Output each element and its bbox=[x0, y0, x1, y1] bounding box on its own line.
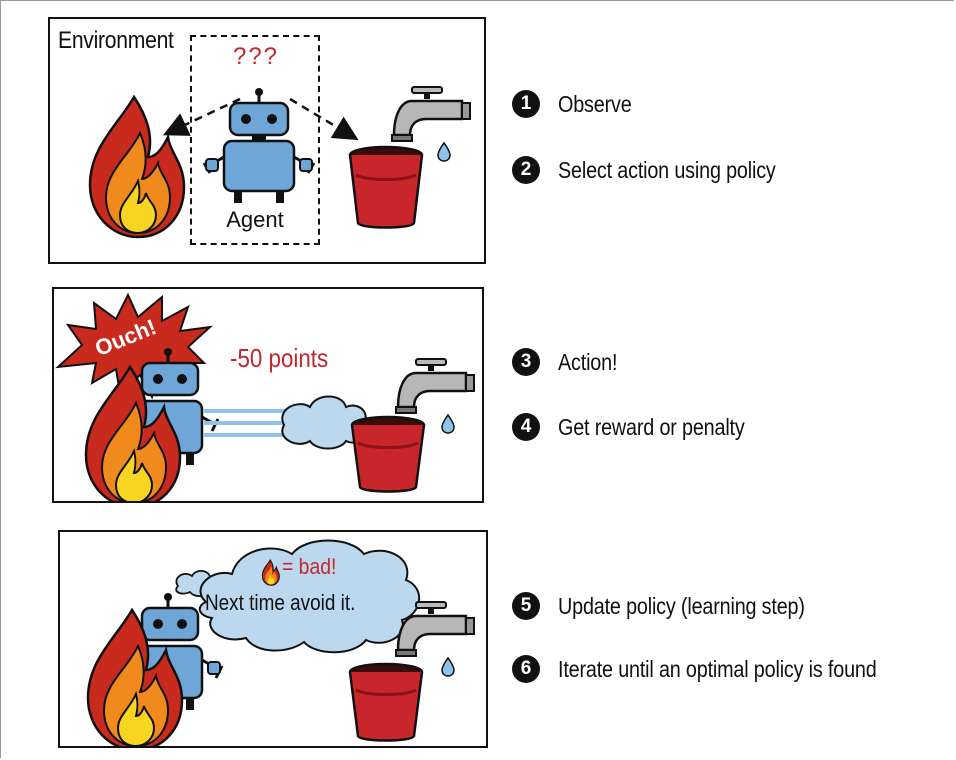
panel-learn-art bbox=[86, 539, 475, 746]
panel-action-art bbox=[55, 292, 475, 501]
step-5: 5 Update policy (learning step) bbox=[512, 591, 845, 621]
step-4: 4 Get reward or penalty bbox=[512, 412, 775, 442]
panel-observe-art bbox=[88, 86, 471, 239]
bubble-text: Next time avoid it. bbox=[205, 590, 356, 615]
environment-label: Environment bbox=[58, 27, 178, 55]
step-2: 2 Select action using policy bbox=[512, 155, 811, 185]
step-number-badge: 4 bbox=[512, 413, 540, 441]
faucet-icon bbox=[395, 358, 475, 434]
step-text: Update policy (learning step) bbox=[558, 592, 805, 619]
faucet-icon bbox=[395, 601, 475, 677]
agent-boundary bbox=[190, 35, 320, 245]
fire-icon bbox=[88, 94, 186, 239]
faucet-icon bbox=[391, 86, 471, 162]
mini-fire-icon bbox=[261, 558, 280, 586]
step-number-badge: 1 bbox=[512, 90, 540, 118]
question-marks: ??? bbox=[232, 43, 280, 70]
step-text: Observe bbox=[558, 90, 632, 117]
points-label: -50 points bbox=[230, 343, 329, 373]
agent-label: Agent bbox=[226, 207, 284, 232]
bucket-icon bbox=[348, 145, 424, 229]
bucket-icon bbox=[348, 662, 424, 742]
bucket-icon bbox=[350, 415, 426, 493]
panel-learn: = bad! Next time avoid it. bbox=[58, 530, 488, 748]
step-text: Select action using policy bbox=[558, 156, 776, 183]
arrow-to-bucket bbox=[289, 97, 359, 141]
fire-icon bbox=[86, 607, 184, 746]
panel-observe: Environment ??? Agent bbox=[48, 17, 486, 264]
step-number-badge: 6 bbox=[512, 655, 540, 683]
step-number-badge: 3 bbox=[512, 348, 540, 376]
robot-agent-icon bbox=[202, 88, 316, 203]
step-text: Get reward or penalty bbox=[558, 413, 745, 440]
step-6: 6 Iterate until an optimal policy is fou… bbox=[512, 654, 928, 684]
step-text: Action! bbox=[558, 348, 618, 375]
step-1: 1 Observe bbox=[512, 89, 644, 119]
step-3: 3 Action! bbox=[512, 347, 627, 377]
bubble-bad-label: = bad! bbox=[282, 554, 337, 579]
panel-action: Ouch! -50 points bbox=[52, 287, 484, 503]
fire-icon bbox=[84, 364, 182, 501]
step-text: Iterate until an optimal policy is found bbox=[558, 655, 877, 682]
arrow-to-fire bbox=[162, 97, 241, 136]
motion-lines bbox=[204, 409, 294, 437]
step-number-badge: 5 bbox=[512, 592, 540, 620]
step-number-badge: 2 bbox=[512, 156, 540, 184]
